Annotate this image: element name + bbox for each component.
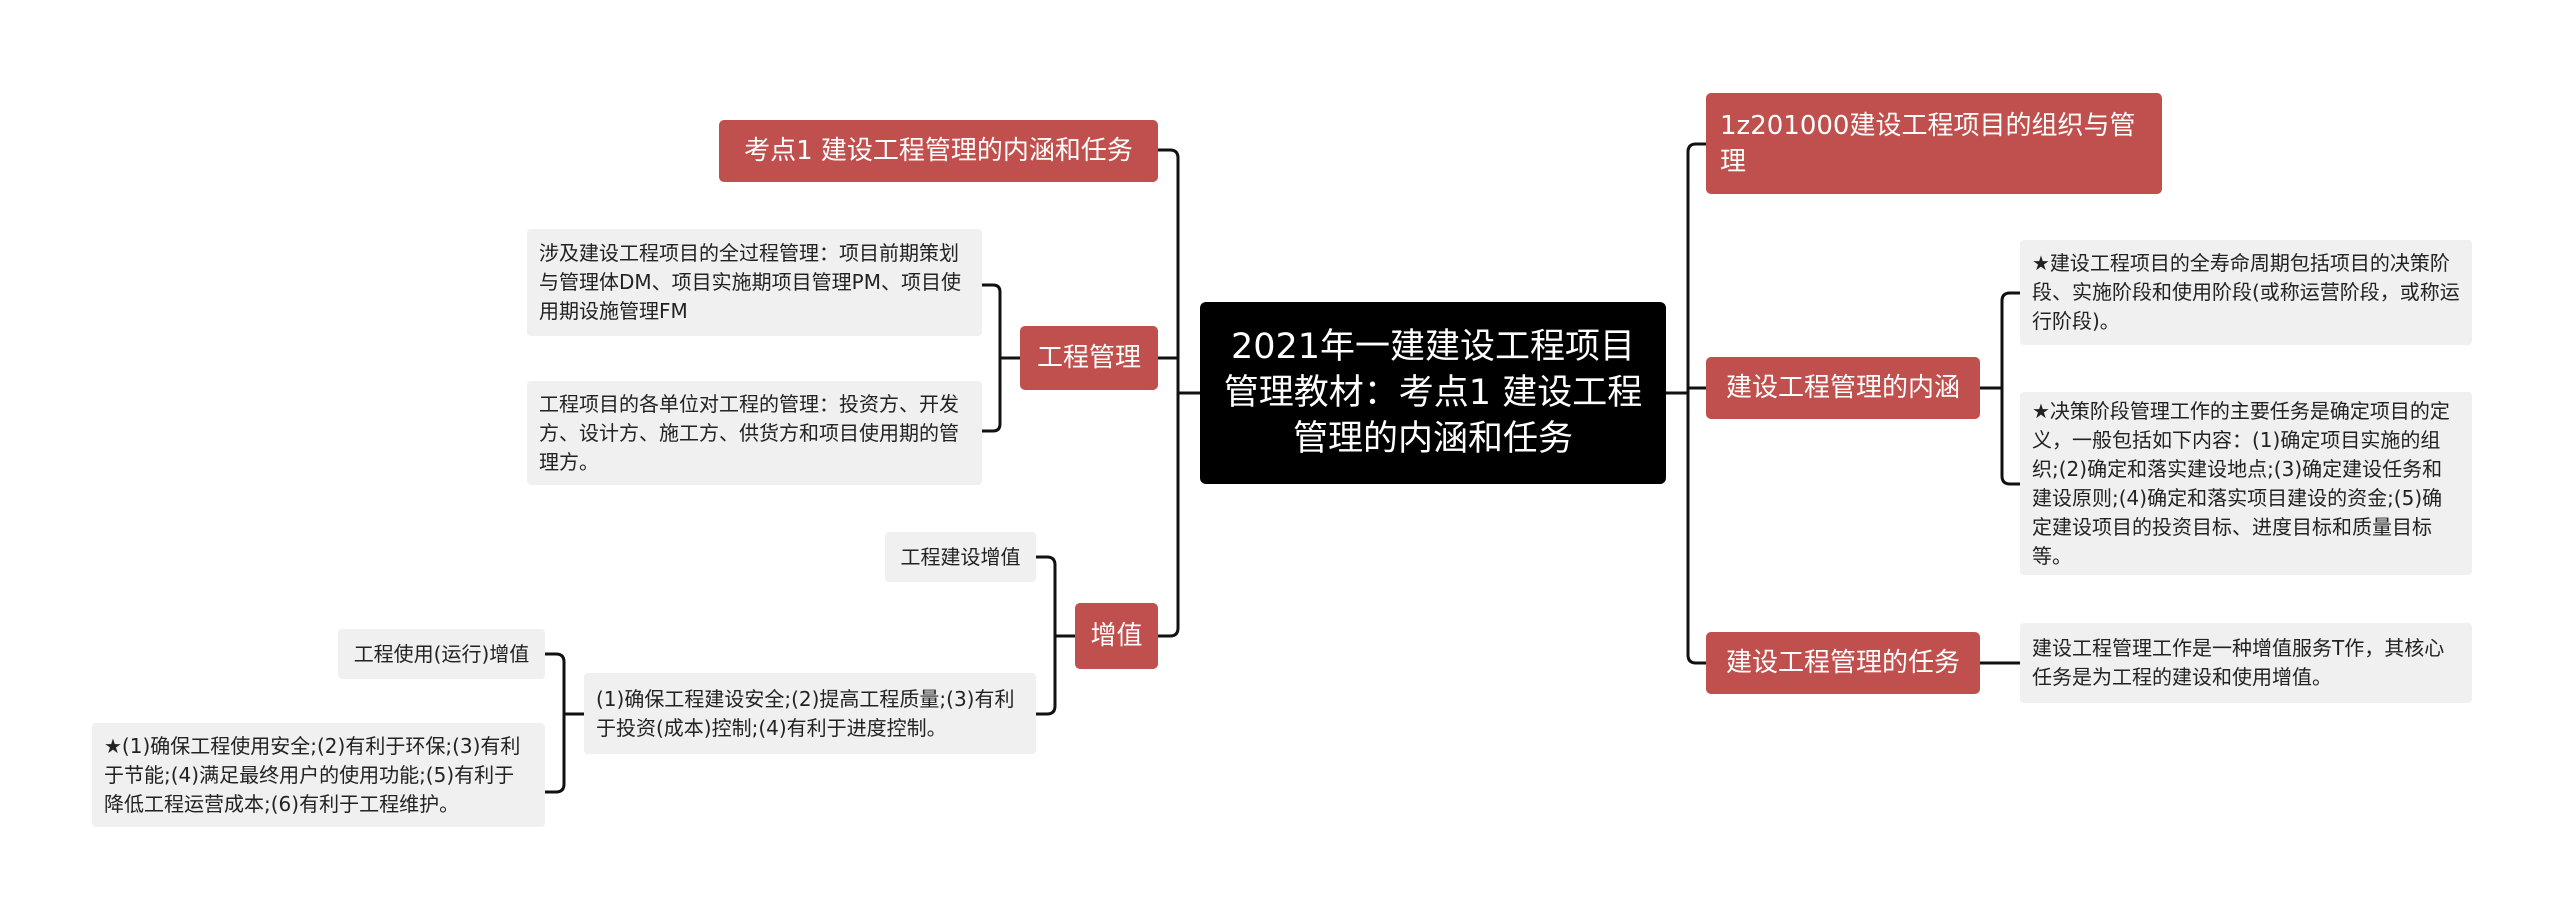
leaf-parties-management-text: 工程项目的各单位对工程的管理：投资方、开发方、设计方、施工方、供货方和项目使用期…	[539, 391, 959, 474]
leaf-construction-value-added-text: 工程建设增值	[900, 544, 1021, 569]
leaf-core-task[interactable]: 建设工程管理工作是一种增值服务T作，其核心任务是为工程的建设和使用增值。	[2020, 623, 2472, 703]
topic-engineering-management[interactable]: 工程管理	[1020, 326, 1158, 390]
topic-chapter-1z201000[interactable]: 1z201000建设工程项目的组织与管理	[1706, 93, 2162, 194]
topic-engineering-management-label: 工程管理	[1036, 343, 1141, 373]
leaf-construction-value-added[interactable]: 工程建设增值	[885, 532, 1036, 582]
leaf-whole-process-management[interactable]: 涉及建设工程项目的全过程管理：项目前期策划与管理体DM、项目实施期项目管理PM、…	[527, 229, 982, 336]
leaf-usage-value-added[interactable]: 工程使用(运行)增值	[338, 629, 545, 679]
leaf-usage-value-items-text: ★(1)确保工程使用安全;(2)有利于环保;(3)有利于节能;(4)满足最终用户…	[104, 733, 521, 816]
topic-management-tasks[interactable]: 建设工程管理的任务	[1706, 632, 1980, 694]
topic-exam-point-1-label: 考点1 建设工程管理的内涵和任务	[744, 136, 1133, 166]
topic-management-connotation[interactable]: 建设工程管理的内涵	[1706, 357, 1980, 419]
topic-management-connotation-label: 建设工程管理的内涵	[1725, 373, 1960, 403]
topic-exam-point-1[interactable]: 考点1 建设工程管理的内涵和任务	[719, 120, 1158, 182]
topic-chapter-1z201000-label: 1z201000建设工程项目的组织与管理	[1720, 110, 2136, 177]
leaf-usage-value-added-text: 工程使用(运行)增值	[353, 641, 530, 666]
leaf-life-cycle[interactable]: ★建设工程项目的全寿命周期包括项目的决策阶段、实施阶段和使用阶段(或称运营阶段，…	[2020, 240, 2472, 345]
leaf-core-task-text: 建设工程管理工作是一种增值服务T作，其核心任务是为工程的建设和使用增值。	[2032, 636, 2445, 689]
leaf-decision-stage-tasks-text: ★决策阶段管理工作的主要任务是确定项目的定义，一般包括如下内容：(1)确定项目实…	[2032, 398, 2450, 568]
topic-value-added[interactable]: 增值	[1075, 603, 1158, 669]
leaf-construction-value-items-text: (1)确保工程建设安全;(2)提高工程质量;(3)有利于投资(成本)控制;(4)…	[596, 686, 1015, 740]
root-topic-label: 2021年一建建设工程项目管理教材：考点1 建设工程管理的内涵和任务	[1223, 327, 1643, 459]
leaf-construction-value-items[interactable]: (1)确保工程建设安全;(2)提高工程质量;(3)有利于投资(成本)控制;(4)…	[584, 673, 1036, 754]
leaf-usage-value-items[interactable]: ★(1)确保工程使用安全;(2)有利于环保;(3)有利于节能;(4)满足最终用户…	[92, 723, 545, 827]
root-topic[interactable]: 2021年一建建设工程项目管理教材：考点1 建设工程管理的内涵和任务	[1200, 302, 1666, 484]
leaf-parties-management[interactable]: 工程项目的各单位对工程的管理：投资方、开发方、设计方、施工方、供货方和项目使用期…	[527, 381, 982, 485]
topic-management-tasks-label: 建设工程管理的任务	[1725, 648, 1960, 678]
leaf-whole-process-management-text: 涉及建设工程项目的全过程管理：项目前期策划与管理体DM、项目实施期项目管理PM、…	[539, 241, 961, 323]
leaf-decision-stage-tasks[interactable]: ★决策阶段管理工作的主要任务是确定项目的定义，一般包括如下内容：(1)确定项目实…	[2020, 392, 2472, 575]
leaf-life-cycle-text: ★建设工程项目的全寿命周期包括项目的决策阶段、实施阶段和使用阶段(或称运营阶段，…	[2032, 251, 2460, 333]
topic-value-added-label: 增值	[1090, 621, 1143, 651]
